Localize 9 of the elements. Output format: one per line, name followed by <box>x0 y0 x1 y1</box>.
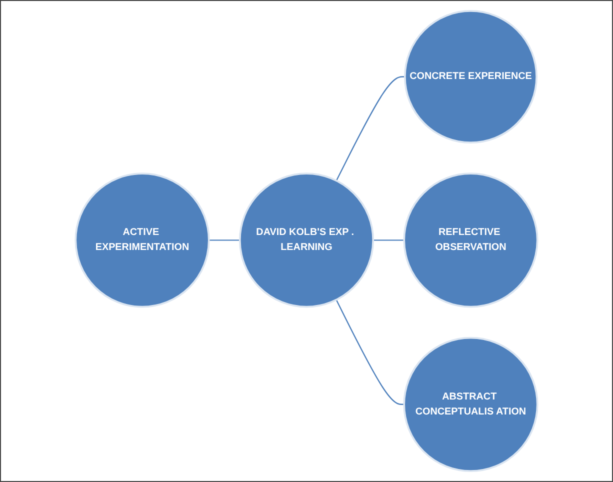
node-circle: DAVID KOLB'S EXP . LEARNING <box>238 172 374 308</box>
node-circle: ABSTRACT CONCEPTUALIS ATION <box>403 336 538 472</box>
node-circle: CONCRETE EXPERIENCE <box>404 10 538 144</box>
connector <box>373 240 404 241</box>
connector <box>336 300 404 406</box>
node-circle: ACTIVE EXPERIMENTATION <box>74 172 210 308</box>
connector <box>336 76 405 181</box>
node-circle: REFLECTIVE OBSERVATION <box>403 172 538 308</box>
connector <box>208 240 240 241</box>
